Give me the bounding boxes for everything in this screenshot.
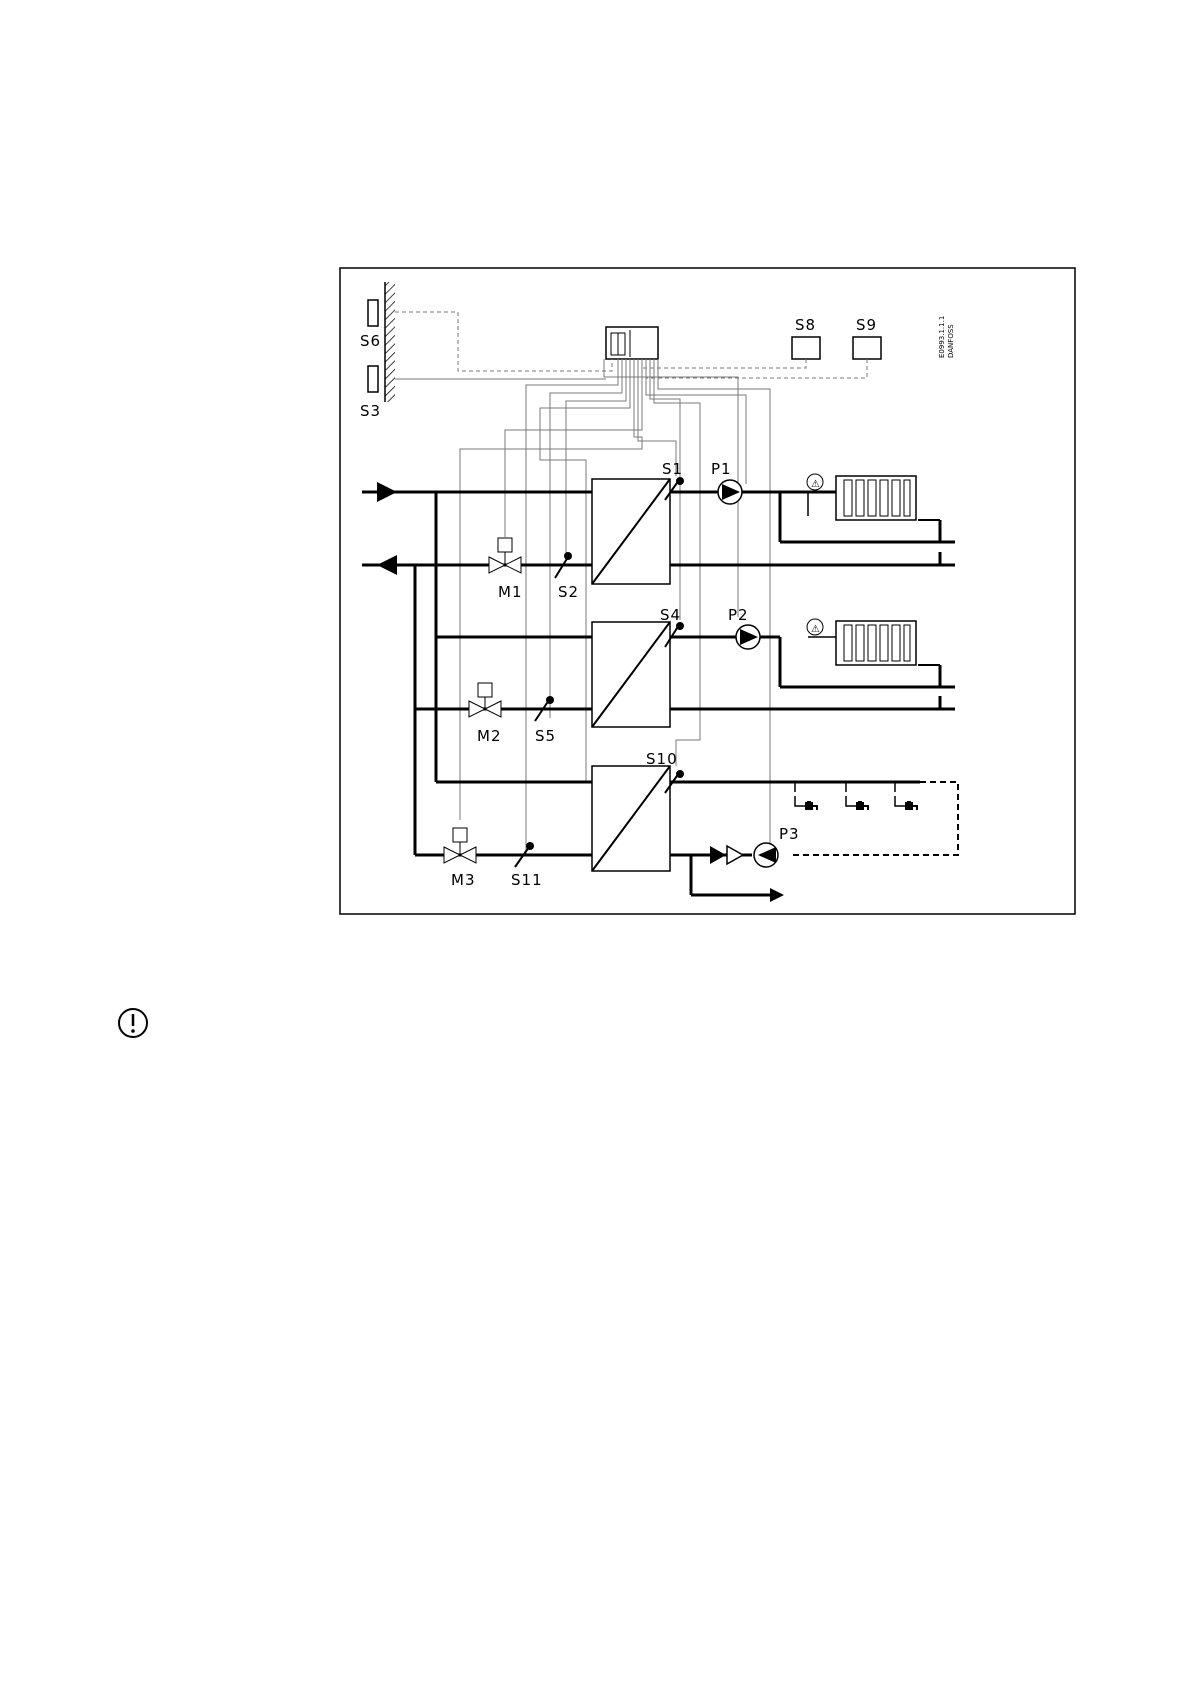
diagram-frame	[340, 268, 1075, 914]
label-m3: M3	[451, 871, 476, 889]
valve-m1	[489, 538, 521, 573]
label-s2: S2	[558, 583, 579, 601]
valve-m3	[444, 828, 476, 863]
pump-p2	[736, 625, 760, 649]
svg-text:DANFOSS: DANFOSS	[947, 324, 955, 358]
check-valve-icon	[710, 846, 726, 864]
pump-p3	[754, 843, 778, 867]
sensor-s8	[792, 337, 820, 359]
label-s10: S10	[646, 750, 678, 768]
radiator-1	[836, 476, 916, 520]
label-m1: M1	[498, 583, 523, 601]
label-s3: S3	[360, 402, 381, 420]
heat-exchanger-2	[592, 622, 670, 727]
label-s9: S9	[856, 316, 877, 334]
label-s6: S6	[360, 332, 381, 350]
label-p1: P1	[711, 460, 732, 478]
label-s8: S8	[795, 316, 816, 334]
label-s11: S11	[511, 871, 543, 889]
label-m2: M2	[477, 727, 502, 745]
label-p3: P3	[779, 825, 800, 843]
tap-icon	[895, 796, 917, 810]
heat-exchanger-3	[592, 766, 670, 871]
valve-m2	[469, 683, 501, 717]
sensor-s6	[368, 300, 378, 326]
label-s4: S4	[660, 606, 681, 624]
svg-text:⚠: ⚠	[811, 624, 820, 635]
controller	[606, 327, 658, 359]
drawing-code: E0993.1.1.1 DANFOSS	[938, 316, 955, 358]
radiator-2	[836, 621, 916, 665]
pump-p1	[718, 480, 742, 504]
wall	[385, 282, 395, 402]
label-s5: S5	[535, 727, 556, 745]
svg-text:⚠: ⚠	[811, 479, 820, 490]
circuit-1: ⚠	[670, 474, 955, 565]
circuit-2: ⚠	[670, 619, 955, 709]
label-s1: S1	[662, 460, 683, 478]
heat-exchanger-1	[592, 479, 670, 584]
tap-icon	[846, 796, 868, 810]
dhw-circuit	[670, 782, 958, 902]
sensor-s9	[853, 337, 881, 359]
label-p2: P2	[728, 606, 749, 624]
exclamation-circle-icon	[119, 1009, 147, 1037]
tap-icon	[795, 796, 817, 810]
svg-text:E0993.1.1.1: E0993.1.1.1	[938, 316, 946, 358]
sensor-s3	[368, 366, 378, 392]
